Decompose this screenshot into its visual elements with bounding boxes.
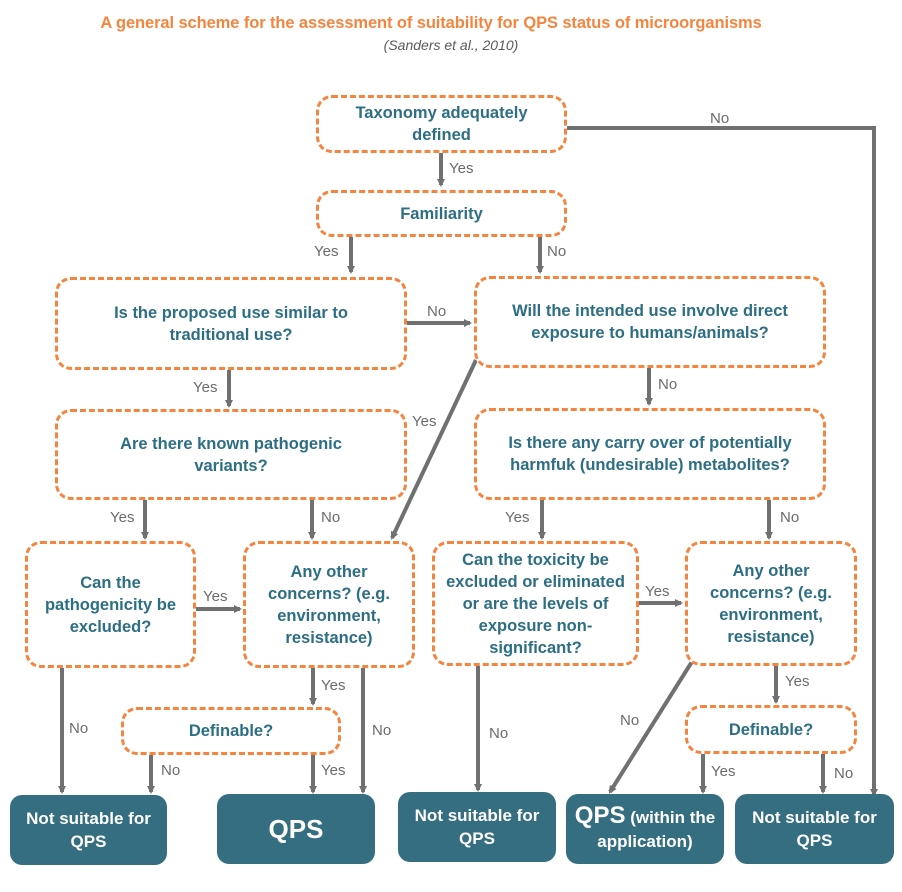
node-taxonomy: Taxonomy adequately defined [316, 95, 567, 153]
node-direct-exposure-text: Will the intended use involve direct exp… [512, 302, 788, 342]
outcome-qps-within-text: QPS (within the application) [572, 804, 718, 854]
node-definable-left: Definable? [121, 707, 341, 755]
node-toxicity-excluded-text: Can the toxicity be excluded or eliminat… [446, 550, 625, 657]
label-similar-no: No [427, 303, 447, 320]
label-carry-yes: Yes [505, 509, 530, 526]
label-concerns-right-no: No [620, 712, 640, 729]
label-concerns-right-yes: Yes [785, 673, 810, 690]
label-definable-right-yes: Yes [711, 763, 736, 780]
node-direct-exposure: Will the intended use involve direct exp… [474, 276, 826, 368]
label-concerns-left-yes: Yes [321, 677, 346, 694]
node-similar-use: Is the proposed use similar to tradition… [55, 277, 407, 370]
outcome-not-suitable-3: Not suitable for QPS [735, 794, 894, 864]
node-pathogenicity-excluded-text: Can the pathogenicity be excluded? [44, 573, 177, 636]
label-similar-yes: Yes [193, 379, 218, 396]
edge-exposure-yes [390, 359, 478, 540]
node-similar-use-text: Is the proposed use similar to tradition… [114, 303, 348, 344]
node-taxonomy-text: Taxonomy adequately defined [355, 104, 528, 144]
outcome-not-suitable-2-text: Not suitable for QPS [414, 806, 540, 848]
outcome-not-suitable-2: Not suitable for QPS [398, 792, 556, 862]
outcome-not-suitable-3-text: Not suitable for QPS [752, 808, 877, 850]
label-pathogenicity-yes: Yes [203, 588, 228, 605]
label-toxicity-yes: Yes [645, 583, 670, 600]
label-exposure-yes: Yes [412, 413, 437, 430]
node-familiarity-text: Familiarity [400, 204, 483, 223]
node-carry-over: Is there any carry over of potentially h… [474, 408, 826, 500]
outcome-qps-within-application: QPS (within the application) [566, 794, 724, 864]
node-other-concerns-right-text: Any other concerns? (e.g. environment, r… [710, 561, 832, 646]
node-familiarity: Familiarity [316, 190, 567, 237]
node-pathogenic-variants: Are there known pathogenic variants? [55, 409, 407, 500]
outcome-qps-within-sub: (within the application) [597, 808, 716, 851]
label-variants-no: No [321, 509, 341, 526]
node-definable-right: Definable? [685, 705, 857, 754]
node-pathogenicity-excluded: Can the pathogenicity be excluded? [25, 541, 196, 668]
node-toxicity-excluded: Can the toxicity be excluded or eliminat… [432, 541, 639, 666]
edge-concerns-right-no [608, 658, 695, 794]
label-definable-right-no: No [834, 765, 854, 782]
label-taxonomy-yes: Yes [449, 160, 474, 177]
node-definable-right-text: Definable? [728, 720, 814, 739]
label-exposure-no: No [658, 376, 678, 393]
label-familiarity-no: No [547, 243, 567, 260]
node-pathogenic-variants-text: Are there known pathogenic variants? [120, 434, 342, 475]
label-definable-left-no: No [161, 762, 181, 779]
outcome-qps: QPS [217, 794, 375, 864]
label-pathogenicity-no: No [69, 720, 89, 737]
diagram-citation: (Sanders et al., 2010) [383, 37, 519, 53]
node-other-concerns-left: Any other concerns? (e.g. environment, r… [243, 541, 415, 668]
label-taxonomy-no: No [710, 110, 730, 127]
node-other-concerns-right: Any other concerns? (e.g. environment, r… [685, 541, 857, 666]
outcome-not-suitable-1-text: Not suitable for QPS [26, 809, 151, 851]
label-definable-left-yes: Yes [321, 762, 346, 779]
label-toxicity-no: No [489, 725, 509, 742]
label-carry-no: No [780, 509, 800, 526]
outcome-qps-within-main: QPS [574, 802, 626, 829]
diagram-title: A general scheme for the assessment of s… [100, 14, 762, 32]
node-definable-left-text: Definable? [188, 722, 274, 740]
label-variants-yes: Yes [110, 509, 135, 526]
outcome-qps-text: QPS [268, 813, 324, 844]
node-carry-over-text: Is there any carry over of potentially h… [508, 434, 792, 474]
edge-taxonomy-no [567, 126, 878, 797]
node-other-concerns-left-text: Any other concerns? (e.g. environment, r… [268, 562, 390, 647]
outcome-not-suitable-1: Not suitable for QPS [10, 795, 167, 865]
label-familiarity-yes: Yes [314, 243, 339, 260]
label-concerns-left-no: No [372, 722, 392, 739]
